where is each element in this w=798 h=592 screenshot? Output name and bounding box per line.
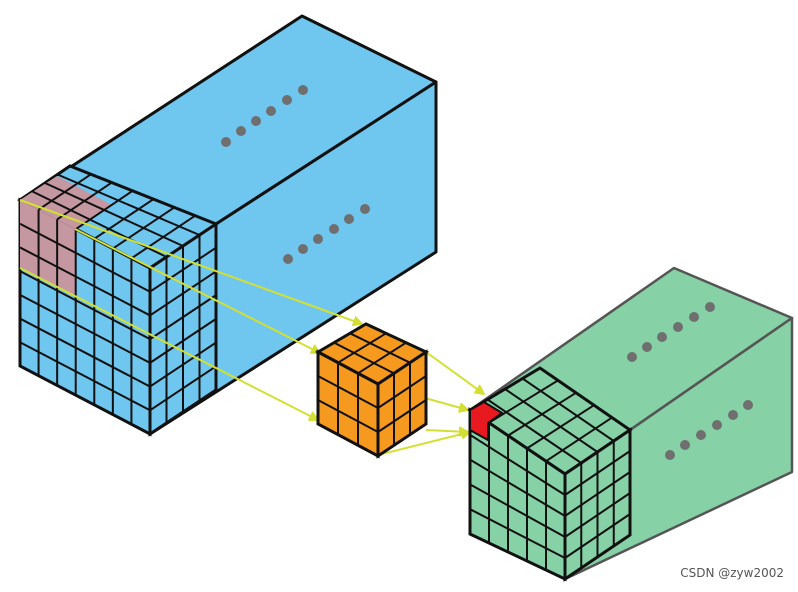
kernel-grid-lines	[317, 332, 427, 446]
output-feature-block	[467, 266, 794, 582]
arrow-right-icon	[425, 430, 468, 432]
ellipsis-icon	[627, 302, 715, 362]
ellipsis-icon	[283, 204, 370, 264]
input-grid-lines	[19, 173, 217, 425]
arrow-right-icon	[377, 432, 470, 456]
arrow-right-icon	[74, 228, 320, 353]
output-grid-lines	[469, 377, 631, 570]
watermark: CSDN @zyw2002	[680, 566, 784, 580]
ellipsis-icon	[221, 85, 308, 147]
input-feature-block	[17, 14, 438, 437]
receptive-field-highlight	[20, 176, 112, 297]
output-cube-front	[468, 407, 567, 582]
arrow-right-icon	[425, 351, 484, 394]
kernel-cube	[314, 322, 430, 459]
arrow-right-icon	[19, 267, 318, 420]
arrow-right-icon	[19, 199, 362, 324]
ellipsis-icon	[665, 400, 753, 460]
